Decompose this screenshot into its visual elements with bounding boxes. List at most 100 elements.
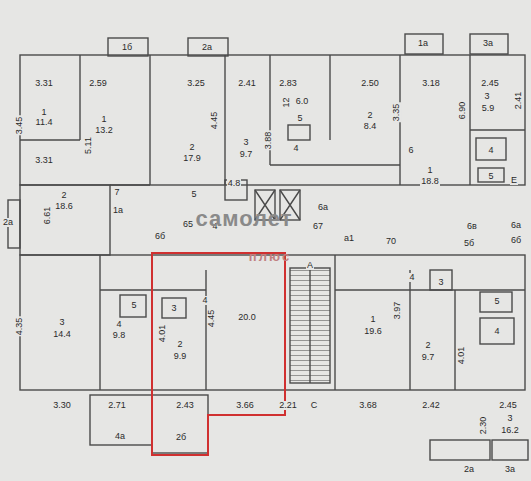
plan-label: 3 — [506, 414, 513, 423]
plan-label: 3.66 — [235, 401, 255, 410]
plan-label: 13.2 — [94, 126, 114, 135]
plan-label: 3 — [437, 278, 444, 287]
plan-label: 3 — [483, 92, 490, 101]
plan-label: 5б — [463, 239, 475, 248]
plan-label: 2.30 — [480, 415, 489, 435]
plan-label: 5 — [487, 172, 494, 181]
plan-label: 6.61 — [44, 205, 53, 225]
plan-label: 2.50 — [360, 79, 380, 88]
plan-label: 4.8 — [227, 179, 242, 188]
plan-label: 3.45 — [16, 115, 25, 135]
plan-label: 3.88 — [265, 130, 274, 150]
plan-label: 17.9 — [182, 154, 202, 163]
plan-label: 2.41 — [237, 79, 257, 88]
plan-label: 4 — [487, 146, 494, 155]
plan-label: 6в — [466, 222, 478, 231]
plan-label: 6б — [154, 232, 166, 241]
plan-label: С — [310, 401, 319, 410]
plan-label: 20.0 — [237, 313, 257, 322]
plan-label: 2а — [463, 465, 475, 474]
plan-label: 3.25 — [186, 79, 206, 88]
plan-label: 4а — [114, 432, 126, 441]
plan-label: 1 — [40, 108, 47, 117]
plan-label: 2а — [2, 218, 14, 227]
plan-label: 1б — [121, 43, 133, 52]
watermark: самолет — [194, 208, 293, 230]
plan-label: 2 — [60, 191, 67, 200]
plan-label: 4 — [408, 273, 415, 282]
plan-label: 6а — [317, 203, 329, 212]
plan-label: 2.83 — [278, 79, 298, 88]
plan-label: 6а — [510, 221, 522, 230]
plan-label: 2.59 — [88, 79, 108, 88]
plan-label: 2 — [366, 111, 373, 120]
plan-label: 8.4 — [363, 122, 378, 131]
plan-label: 4 — [201, 296, 208, 305]
plan-label: 2 — [176, 340, 183, 349]
plan-label: 18.8 — [420, 177, 440, 186]
plan-label: 2.45 — [480, 79, 500, 88]
plan-label: 4 — [292, 144, 299, 153]
plan-label: 1 — [369, 315, 376, 324]
plan-label: 9.7 — [239, 150, 254, 159]
plan-label: Е — [510, 176, 518, 185]
plan-label: 3.31 — [34, 156, 54, 165]
apartment-outline — [152, 253, 285, 455]
plan-label: 5 — [296, 114, 303, 123]
plan-label: 3.97 — [394, 300, 403, 320]
plan-label: 6.0 — [295, 97, 310, 106]
plan-label: 5.9 — [481, 104, 496, 113]
plan-label: 70 — [385, 237, 397, 246]
plan-label: 3.18 — [421, 79, 441, 88]
plan-label: а1 — [343, 234, 355, 243]
plan-label: 2.43 — [175, 401, 195, 410]
plan-label: 3а — [482, 39, 494, 48]
plan-label: 6б — [510, 236, 522, 245]
plan-label: 6.90 — [459, 100, 468, 120]
plan-label: 14.4 — [52, 330, 72, 339]
plan-label: 67 — [312, 222, 324, 231]
plan-label: 7 — [113, 188, 120, 197]
plan-label: 2 — [424, 341, 431, 350]
plan-label: 11.4 — [35, 118, 54, 127]
plan-label: 2 — [188, 143, 195, 152]
plan-label: 4.35 — [16, 316, 25, 336]
plan-label: 12 — [281, 96, 290, 108]
plan-label: 4 — [493, 327, 500, 336]
plan-label: 3.35 — [393, 102, 402, 122]
plan-label: 4.01 — [159, 323, 168, 343]
plan-label: 3.68 — [358, 401, 378, 410]
plan-label: 4.45 — [208, 308, 217, 328]
plan-label: 3 — [58, 318, 65, 327]
plan-label: 3 — [242, 138, 249, 147]
plan-label: 4.45 — [211, 110, 220, 130]
plan-label: 2.71 — [107, 401, 127, 410]
plan-label: 9.7 — [421, 353, 436, 362]
plan-label: 3.30 — [52, 401, 72, 410]
watermark: плюс — [248, 250, 292, 263]
plan-label: 19.6 — [363, 327, 383, 336]
plan-label: 3а — [504, 465, 516, 474]
plan-label: 2а — [201, 43, 213, 52]
plan-label: 4.01 — [458, 345, 467, 365]
plan-label: 9.8 — [112, 331, 127, 340]
plan-label: 1а — [112, 206, 124, 215]
plan-label: 2.45 — [498, 401, 518, 410]
plan-label: 5 — [493, 297, 500, 306]
plan-label: 3 — [170, 304, 177, 313]
plan-label: 1 — [426, 166, 433, 175]
plan-label: 9.9 — [173, 352, 188, 361]
plan-label: 3.31 — [34, 79, 54, 88]
plan-label: 5.11 — [83, 136, 92, 155]
plan-label: 5 — [130, 301, 137, 310]
plan-label: 2.41 — [515, 90, 524, 110]
plan-label: 65 — [182, 220, 194, 229]
plan-label: 5 — [190, 190, 197, 199]
plan-label: 1 — [100, 115, 107, 124]
plan-label: 4 — [115, 320, 122, 329]
plan-label: 2.42 — [421, 401, 441, 410]
plan-label: 6 — [407, 146, 414, 155]
walls — [8, 34, 528, 460]
plan-label: 2б — [175, 433, 187, 442]
